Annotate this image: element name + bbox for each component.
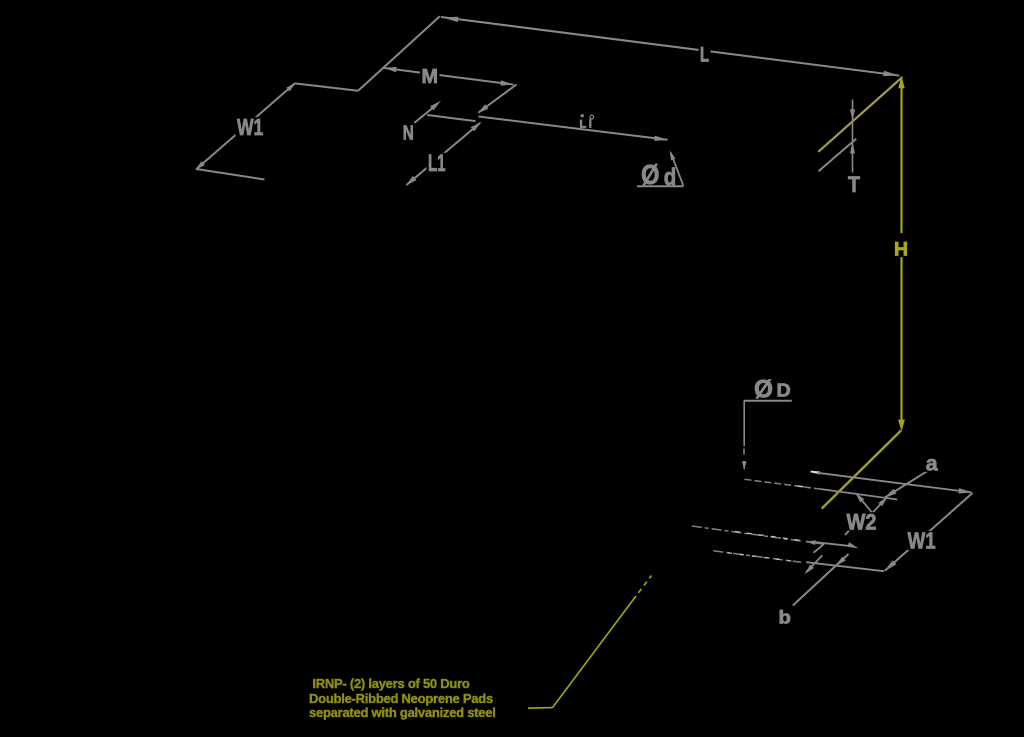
- svg-text:Ø: Ø: [754, 375, 773, 403]
- svg-text:N: N: [403, 122, 414, 145]
- svg-text:L1: L1: [428, 150, 446, 177]
- svg-text:a: a: [926, 451, 939, 476]
- svg-text:D: D: [777, 380, 791, 401]
- svg-text:Ø: Ø: [641, 159, 660, 190]
- svg-text:d: d: [664, 164, 677, 191]
- svg-text:W1: W1: [237, 114, 263, 140]
- svg-text:W2: W2: [847, 509, 877, 534]
- svg-text:W1: W1: [908, 528, 936, 554]
- svg-text:L: L: [700, 42, 709, 67]
- svg-text:H: H: [894, 238, 908, 260]
- svg-text:Li: Li: [580, 119, 595, 131]
- svg-text:T: T: [848, 172, 860, 197]
- svg-text:b: b: [779, 607, 791, 628]
- svg-text:M: M: [422, 65, 439, 88]
